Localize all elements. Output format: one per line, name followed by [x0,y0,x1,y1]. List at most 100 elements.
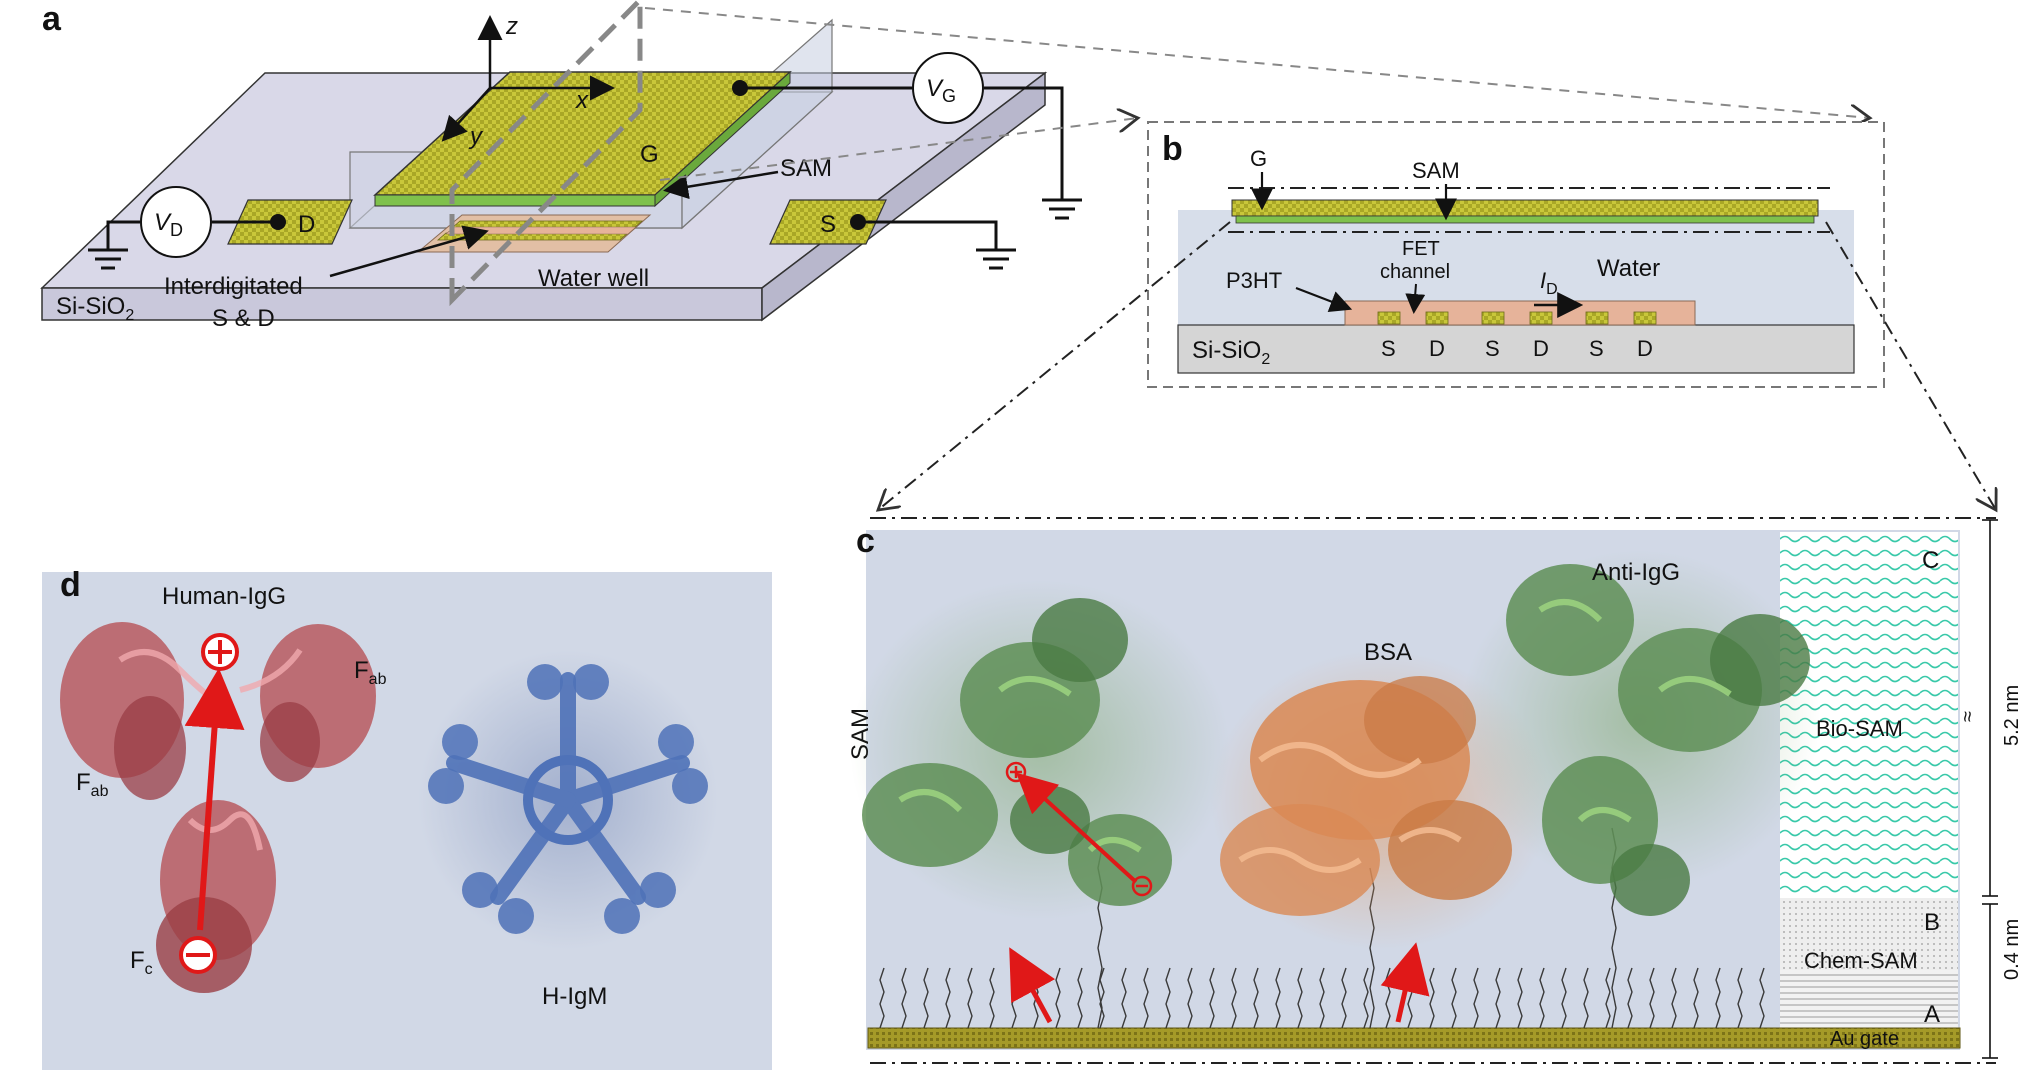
chem-sam-label: Chem-SAM [1804,948,1918,973]
fc-sub: c [145,961,153,978]
drain-label-a: D [298,211,315,238]
electrode-labels-b: S D S D S D [1381,336,1653,361]
electrode-label: D [1429,336,1445,361]
vg-sub: G [942,86,956,106]
interdigitated-electrodes [416,214,652,253]
panel-d-label: d [60,566,81,604]
p3ht-arrow [1295,286,1353,312]
panel-c-label: c [856,522,875,560]
sam-bar-b [1235,215,1815,224]
coordinate-axes [441,15,615,142]
antibody-dipole-arrow [1016,772,1138,884]
panel-b-label: b [1162,130,1183,168]
human-igg-label: Human-IgG [162,583,286,610]
minus-charge-icon-c [1131,875,1153,897]
dim-bottom-label: 0.4 nm [2001,919,2023,980]
vg-source-circle [912,52,984,124]
id-label: I [1540,268,1546,293]
vd-source-circle [140,186,212,258]
anti-igg [1460,550,1820,916]
svg-text:VD: VD [154,209,183,240]
panel-a-label: a [42,0,62,38]
igg-dipole-arrow [184,668,245,931]
layer-a-label: A [1924,1001,1940,1028]
bio-sam-label: Bio-SAM [1816,716,1903,741]
vd-sub: D [170,220,183,240]
id-sub: D [1546,281,1558,298]
sam-chains [879,827,1765,1029]
axis-z-label: z [505,13,518,40]
fc-label: F [130,947,145,974]
fet-label-2: channel [1380,261,1450,283]
anti-igg-label: Anti-IgG [1592,559,1680,586]
electrode-label: S [1589,336,1604,361]
sam-label-b: SAM [1412,158,1460,183]
minus-charge-icon [179,936,217,974]
interdigitated-label-1: Interdigitated [164,273,303,300]
water-well-label: Water well [538,265,649,292]
panel-a: a Si-SiO2 Water well Interdigitated S & … [40,0,1082,332]
substrate-sub-a: 2 [125,307,134,324]
axis-y-label: y [468,123,484,150]
plus-charge-icon-c [1005,761,1027,783]
fet-label-1: FET [1402,238,1440,260]
svg-text:Si-SiO2: Si-SiO2 [56,293,134,324]
sam-dipole-arrow-2 [1380,942,1430,1023]
gate-label-b: G [1250,146,1267,171]
fab-sub-left: ab [91,783,109,800]
au-gate-bar [867,1027,1961,1049]
panel-c: c C Bio-SAM B Chem-SAM A Au gate [847,517,2023,1064]
sam-arrow-a [663,170,779,200]
panel-b: b Si-SiO2 G SAM S D S D S D [1147,121,1885,388]
zoom-lines-b-c [878,221,1996,510]
electrode-label: S [1485,336,1500,361]
electrode-label: S [1381,336,1396,361]
fab-label-left: F [76,769,91,796]
water-label: Water [1597,255,1660,282]
substrate-label-b: Si-SiO [1192,337,1261,364]
h-igm-label: H-IgM [542,983,607,1010]
vd-circuit [88,220,278,270]
fab-label-right: F [354,657,369,684]
dim-approx-label: ≈ [1957,711,1979,722]
electrode-label: D [1637,336,1653,361]
layer-c-label: C [1922,547,1939,574]
source-label-a: S [820,211,836,238]
fab-sub-right: ab [369,671,387,688]
substrate-b [1177,324,1855,374]
layer-b-label: B [1924,909,1940,936]
electrode-label: D [1533,336,1549,361]
svg-text:Si-SiO2: Si-SiO2 [1192,337,1270,368]
p3ht-label: P3HT [1226,268,1282,293]
igg-structure [60,622,376,993]
vd-label: V [154,209,172,236]
source-ground [858,220,1016,270]
zoom-lines-a-b [644,7,1870,181]
substrate-label-a: Si-SiO [56,293,125,320]
svg-text:ID: ID [1540,268,1558,298]
dimension-arrows [1982,519,1998,1059]
chem-sam-hatched [1780,970,1958,1028]
antibody-left [850,580,1230,920]
plus-charge-icon [201,633,239,671]
interdigitated-label-2: S & D [212,305,275,332]
source-pad [769,199,887,245]
igm-structure [418,650,718,950]
cut-plane [449,0,643,307]
sam-dipole-arrow-1 [1009,947,1056,1024]
svg-text:Fab: Fab [76,769,109,800]
gate-bar-b [1231,199,1819,217]
svg-text:Fc: Fc [130,947,153,978]
axis-x-label: x [575,87,589,114]
panel-d: d Human-IgG Fab Fab Fc [42,566,772,1070]
gate-label-a: G [640,141,659,168]
svg-text:VG: VG [926,75,956,106]
dim-top-label: 5.2 nm [2001,685,2023,746]
bsa-label: BSA [1364,639,1412,666]
interdigitated-arrow [329,225,489,278]
chem-sam-dotted [1780,898,1958,970]
au-gate-label: Au gate [1830,1028,1899,1050]
electrode-pads-b [1377,311,1657,325]
drain-pad [227,199,353,245]
